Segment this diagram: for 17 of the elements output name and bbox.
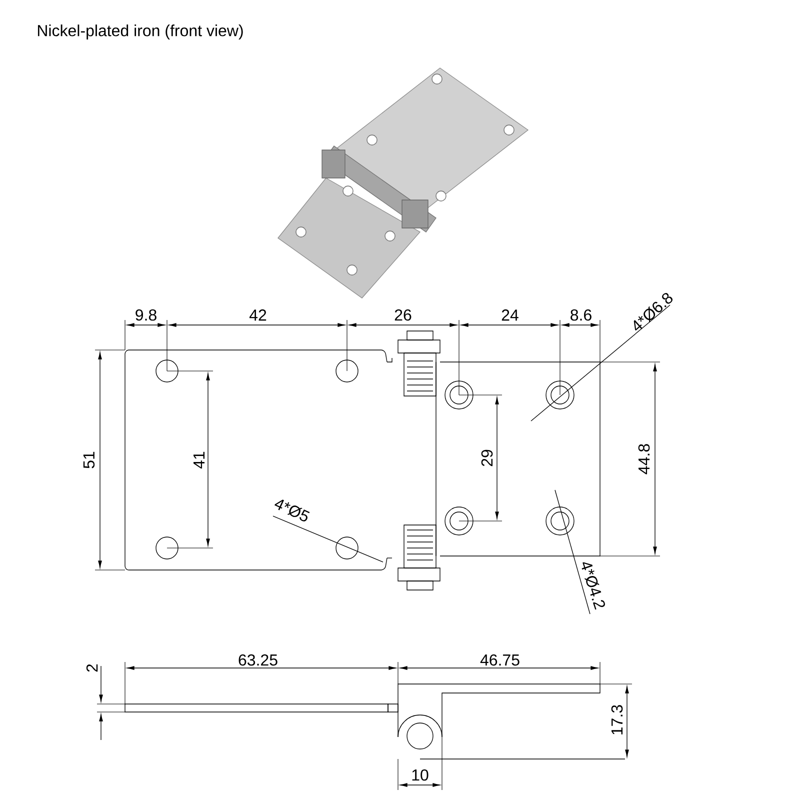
dimension-label: 9.8	[136, 309, 156, 321]
dimension-label: 4*Ø5	[274, 500, 310, 522]
dimension-label: 8.6	[570, 309, 592, 321]
dimension-label: 2	[86, 664, 98, 672]
dimension-label: 51	[83, 452, 95, 468]
title: Nickel-plated iron (front view)	[38, 24, 243, 40]
dimension-label: 63.25	[238, 654, 278, 666]
dimension-label: 4*Ø4.2	[582, 562, 605, 610]
dimension-label: 24	[502, 309, 518, 321]
dimension-label: 29	[481, 450, 493, 466]
dimension-label: 44.8	[638, 444, 650, 474]
dimension-label: 42	[249, 309, 266, 321]
dimension-label: 10	[412, 769, 428, 781]
dimension-label: 46.75	[480, 654, 520, 666]
dimension-label: 41	[194, 452, 204, 469]
dimension-label: 26	[394, 309, 412, 321]
dimension-label: 17.3	[611, 705, 623, 734]
